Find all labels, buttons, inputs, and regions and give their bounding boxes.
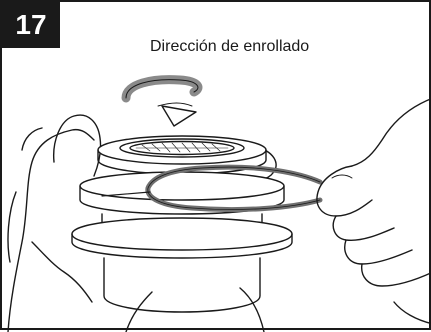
trimmer-line — [101, 164, 323, 213]
spool — [71, 135, 293, 313]
rotation-arrow-icon — [121, 75, 203, 127]
right-hand — [316, 98, 431, 325]
left-hand — [7, 114, 277, 332]
figure-caption: Dirección de enrollado — [150, 38, 310, 55]
step-number-badge: 17 — [2, 2, 60, 48]
